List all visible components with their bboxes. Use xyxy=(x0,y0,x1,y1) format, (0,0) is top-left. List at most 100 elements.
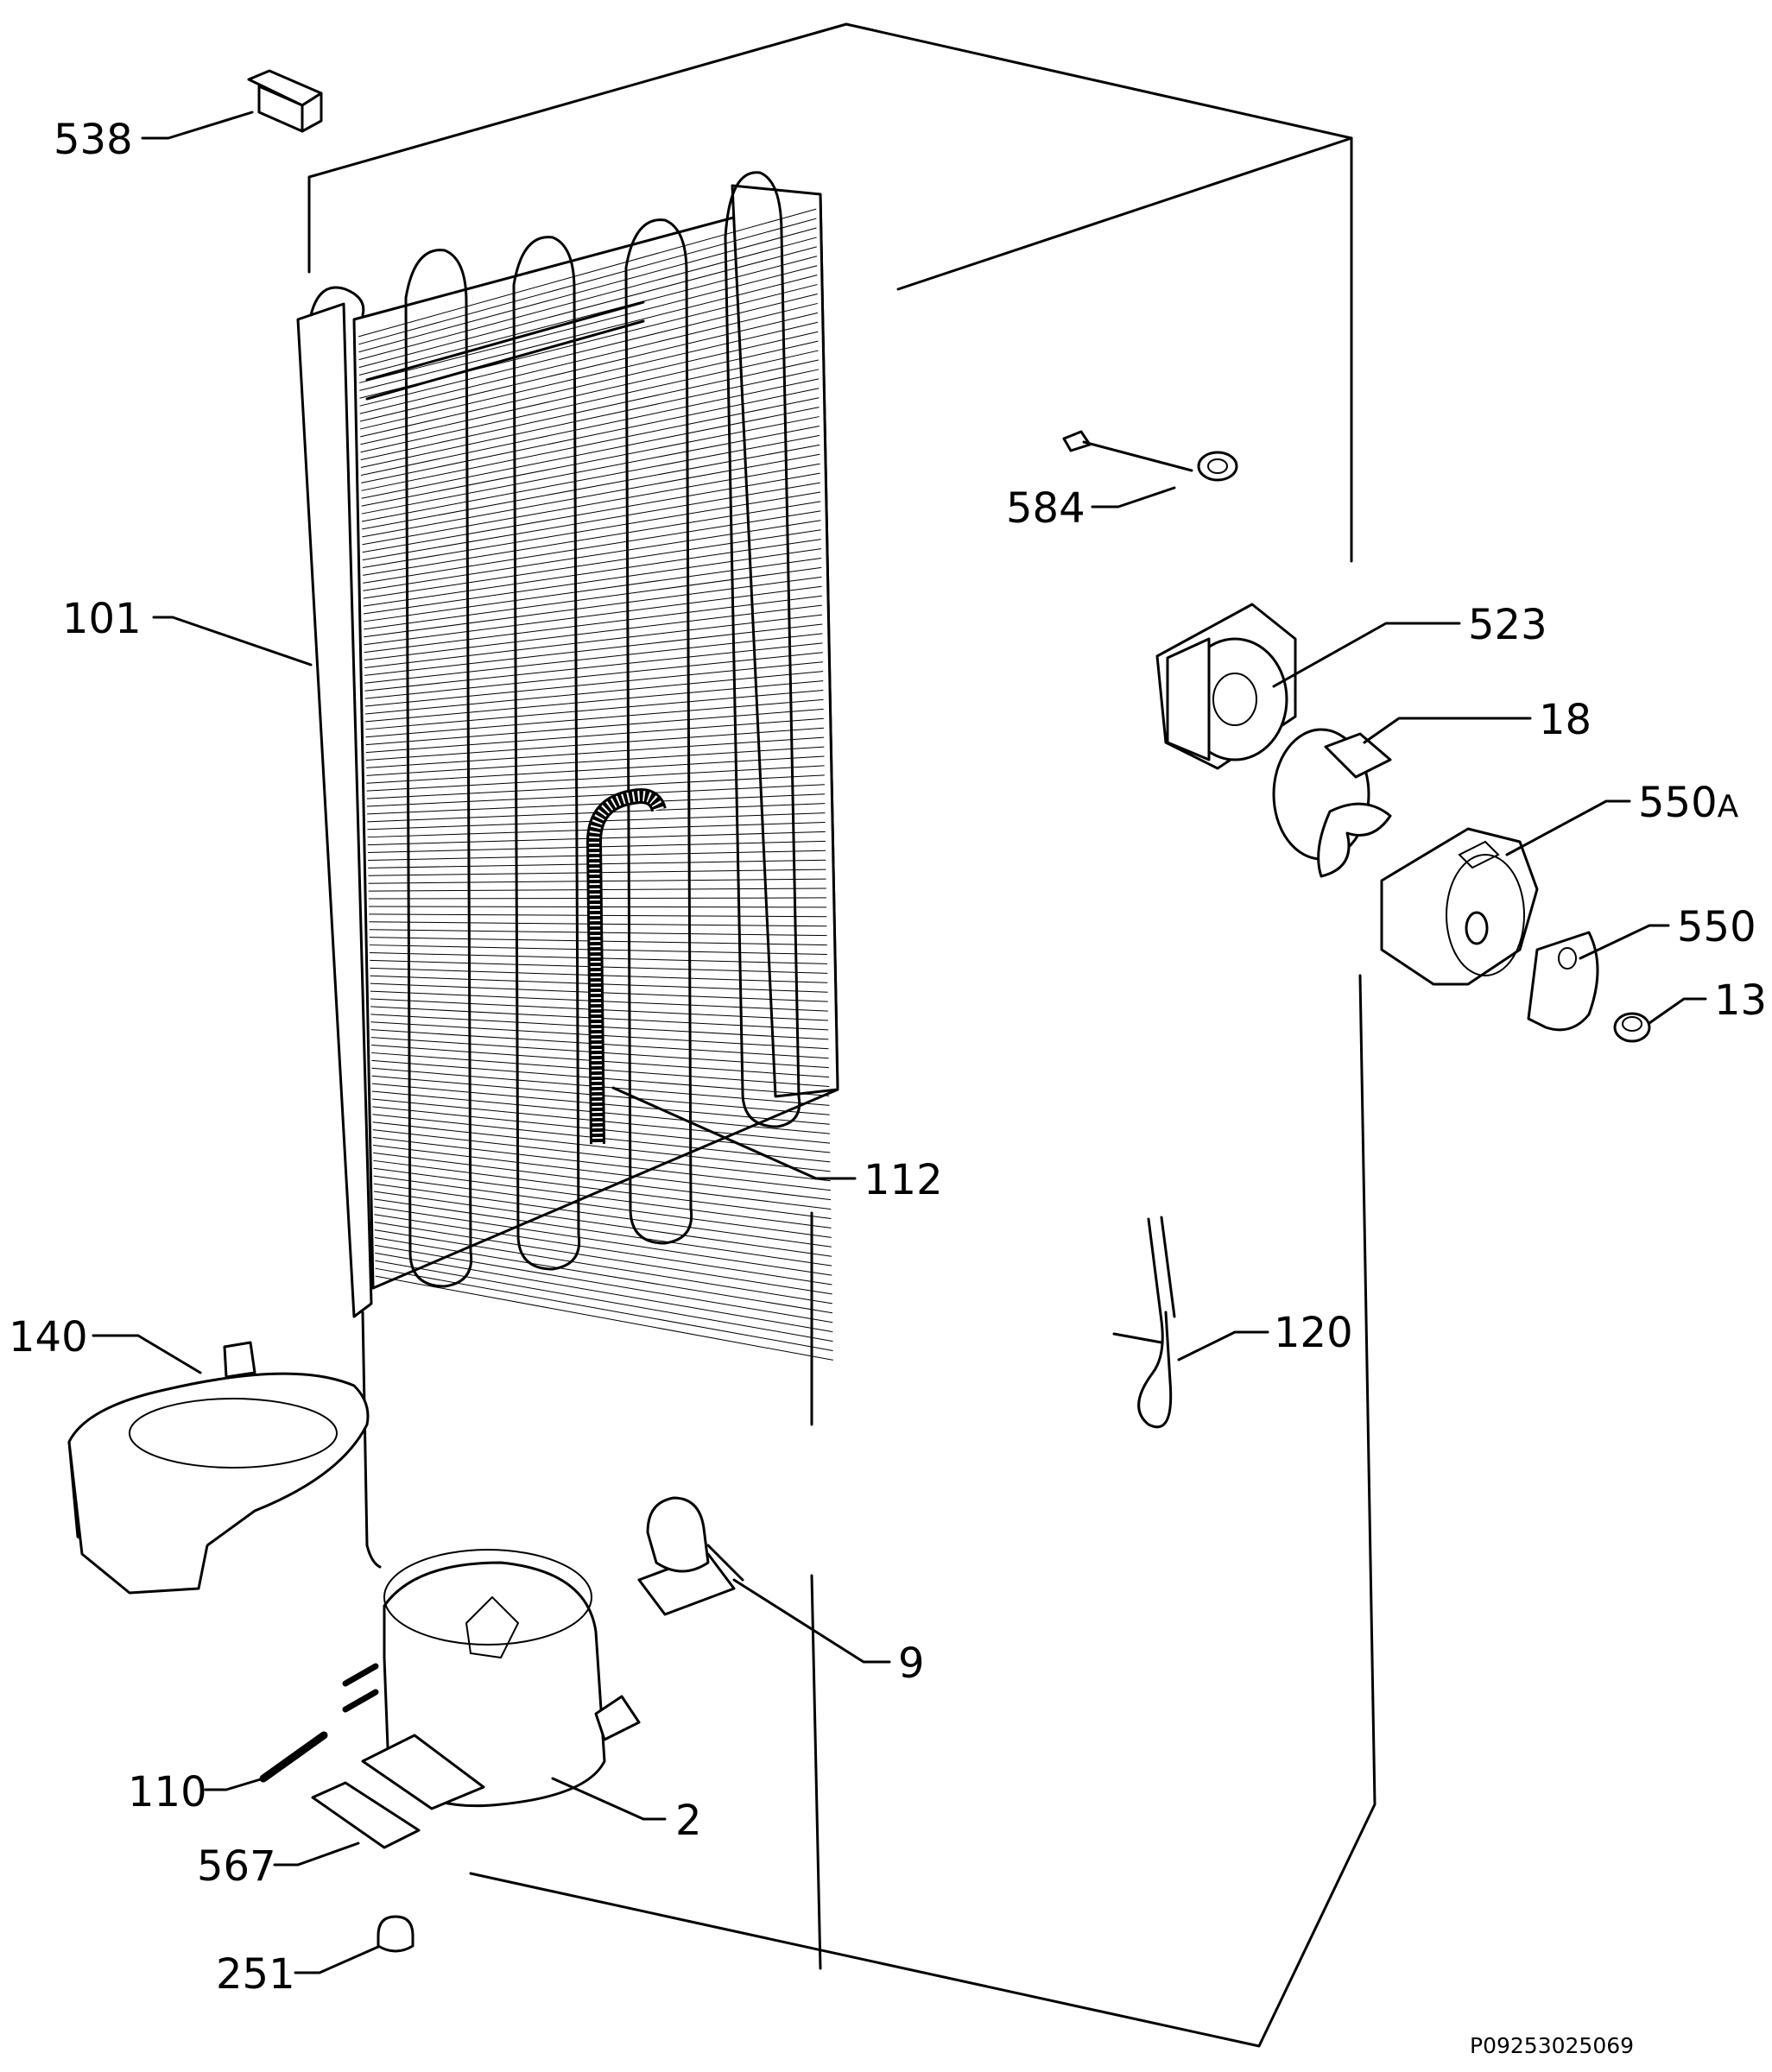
condenser-fin-line xyxy=(366,736,825,768)
condenser-fin-line xyxy=(364,652,823,699)
label-140: 140 xyxy=(9,1313,88,1361)
condenser-fin-line xyxy=(364,585,822,646)
condenser-fin-line xyxy=(365,680,824,723)
condenser-fin-line xyxy=(361,388,820,483)
condenser-fin-line xyxy=(363,529,821,599)
condenser-fin-line xyxy=(360,369,820,469)
condenser-fin-line xyxy=(359,275,818,391)
part-523-housing xyxy=(1155,603,1297,770)
label-110: 110 xyxy=(128,1768,207,1816)
condenser-fin-line xyxy=(361,397,820,491)
label-550a: 550A xyxy=(1638,779,1739,827)
label-584: 584 xyxy=(1006,484,1085,533)
leader-lines xyxy=(92,111,1707,1974)
cabinet-body xyxy=(307,22,1376,2048)
condenser-fin-line xyxy=(362,491,821,568)
part-140-drip-tray xyxy=(67,1341,370,1595)
condenser-fin-line xyxy=(360,378,820,476)
label-251: 251 xyxy=(216,1950,295,1999)
condenser-fin-line xyxy=(364,566,822,630)
label-550: 550 xyxy=(1677,903,1756,951)
condenser-fin-line xyxy=(359,321,819,430)
condenser-fin-line xyxy=(358,218,817,345)
condenser-fin-line xyxy=(364,604,822,661)
condenser-fin-line xyxy=(364,576,822,638)
label-567: 567 xyxy=(197,1842,276,1891)
condenser-fin-line xyxy=(364,642,823,692)
condenser-fin-line xyxy=(375,1260,833,1342)
drain-pipe xyxy=(585,788,667,1145)
condenser-fin-line xyxy=(359,312,819,422)
label-538: 538 xyxy=(54,116,133,164)
condenser-fin-line xyxy=(360,340,819,445)
label-120: 120 xyxy=(1274,1309,1353,1357)
condenser-fin-line xyxy=(366,774,825,799)
part-567-plate xyxy=(311,1781,421,1849)
condenser-fin-line xyxy=(364,614,823,668)
condenser-fin-line xyxy=(361,407,820,499)
condenser-fin-line xyxy=(374,1222,832,1295)
condenser-fin-line xyxy=(373,1159,832,1219)
condenser-fin-line xyxy=(358,256,818,376)
label-2: 2 xyxy=(675,1797,702,1845)
label-9: 9 xyxy=(898,1639,925,1688)
condenser-fin-line xyxy=(358,237,817,361)
condenser-fin-line xyxy=(372,1121,831,1172)
label-550a-suffix: A xyxy=(1718,789,1739,824)
part-110-pin xyxy=(259,1663,379,1783)
condenser-fin-line xyxy=(358,246,817,369)
condenser-fin-line xyxy=(363,520,821,591)
condenser-fin-line xyxy=(365,727,825,761)
condenser-fin-line xyxy=(363,548,822,615)
part-9-bracket xyxy=(637,1496,744,1616)
condenser-fin-line xyxy=(366,746,825,776)
condenser-fin-line xyxy=(374,1206,832,1276)
condenser-fin-line xyxy=(362,472,820,553)
condenser-fin-line xyxy=(362,453,820,538)
part-120-heater xyxy=(1112,1216,1176,1429)
condenser-fin-line xyxy=(363,539,821,607)
condenser-fin-line xyxy=(366,765,825,792)
condenser-fin-line xyxy=(365,708,824,746)
condenser-fin-line xyxy=(375,1275,833,1361)
label-112: 112 xyxy=(864,1156,943,1204)
part-2-compressor xyxy=(361,1549,641,1810)
condenser-fin-line xyxy=(372,1129,831,1182)
part-538-clip xyxy=(247,69,323,133)
condenser-fin-line xyxy=(364,558,822,622)
condenser-tubes xyxy=(309,171,801,1288)
condenser-fin-line xyxy=(375,1244,833,1323)
condenser-fin-line xyxy=(366,755,825,784)
condenser-fins xyxy=(358,208,833,1361)
condenser-fin-line xyxy=(374,1214,832,1286)
condenser-fin-line xyxy=(359,265,818,383)
condenser-fin-line xyxy=(372,1137,831,1191)
condenser-fin-line xyxy=(361,416,820,507)
condenser-fin-line xyxy=(361,434,820,522)
part-584-sensor xyxy=(1062,430,1238,482)
part-550-plate xyxy=(1527,931,1599,1032)
part-13-knob xyxy=(1613,1012,1651,1043)
condenser-fin-line xyxy=(361,426,820,515)
condenser-fin-line xyxy=(365,717,824,754)
condenser-fin-line xyxy=(373,1167,832,1229)
reference-code: P09253025069 xyxy=(1470,2033,1634,2058)
condenser-fin-line xyxy=(373,1183,832,1248)
part-labels: 538 584 101 523 18 550A 550 13 112 120 1… xyxy=(9,116,1767,2058)
condenser-fin-line xyxy=(364,633,823,684)
label-523: 523 xyxy=(1468,601,1547,649)
condenser-fin-line xyxy=(372,1144,832,1201)
condenser-fin-line xyxy=(367,793,826,815)
condenser-fin-line xyxy=(365,698,824,738)
condenser-fin-line xyxy=(375,1252,833,1333)
condenser-fin-line xyxy=(358,208,817,338)
label-550a-number: 550 xyxy=(1638,779,1718,827)
condenser-fin-line xyxy=(374,1229,832,1304)
label-13: 13 xyxy=(1714,976,1767,1025)
condenser-fin-line xyxy=(363,510,821,584)
condenser-fin-line xyxy=(366,784,826,807)
condenser xyxy=(296,171,839,1569)
condenser-fin-line xyxy=(360,331,819,438)
condenser-fin-line xyxy=(365,690,824,730)
